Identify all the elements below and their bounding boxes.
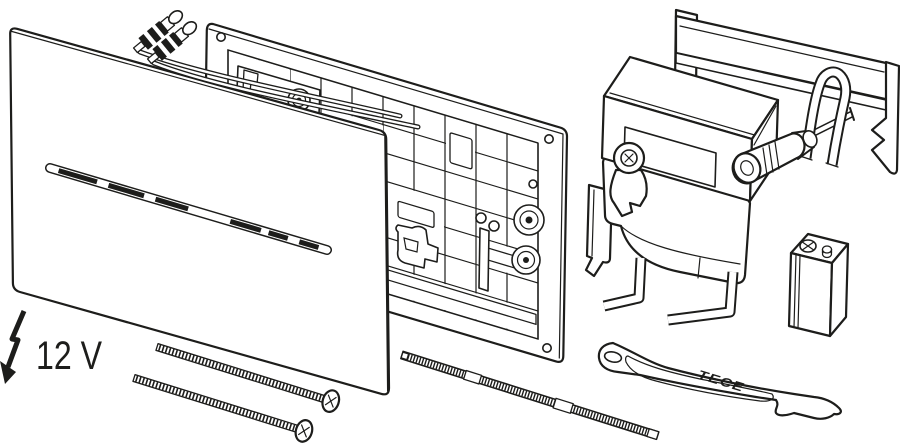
assembly-tool: TECE — [597, 341, 842, 420]
boss-center — [525, 216, 533, 224]
plug-rib — [160, 37, 176, 54]
plug-rib — [146, 26, 162, 43]
plug-rib — [138, 33, 153, 50]
screw-hole — [488, 220, 500, 232]
frame-edge-thickness — [208, 28, 564, 359]
plate-edge-thickness — [11, 30, 389, 392]
tool-inner-panel — [625, 355, 774, 402]
tube-inner — [802, 68, 850, 166]
actuator-lever — [609, 141, 648, 218]
actuator-box — [600, 55, 780, 203]
led-light-slot — [45, 163, 332, 255]
cable-core — [138, 50, 402, 118]
lever-arm — [609, 168, 648, 218]
frame-clamp-detail — [403, 237, 419, 253]
screw-head-cross — [298, 424, 310, 438]
screw-1 — [155, 343, 341, 413]
actuator-unit — [584, 8, 900, 326]
actuator-skirt-detail — [620, 225, 741, 279]
boss-center — [523, 257, 529, 263]
hook-left-inner — [603, 257, 645, 310]
frame-screw-holes — [216, 31, 554, 353]
box-lid-seam — [609, 92, 759, 137]
cylinder-end-cap — [732, 152, 762, 184]
flush-bow-tube — [799, 66, 852, 168]
motor-cylinder — [731, 130, 818, 185]
cylinder-ribs — [762, 141, 780, 176]
plug-connector-2 — [146, 21, 198, 65]
island — [449, 132, 473, 170]
terminal-cross — [802, 241, 814, 251]
connection-cables — [132, 10, 421, 130]
shaft-left-cap — [400, 351, 410, 361]
voltage-label: 12 V — [36, 334, 102, 378]
lever-screw-cross — [624, 153, 634, 163]
screw-hole — [528, 179, 538, 189]
frame-vertical-slot — [478, 227, 490, 292]
led-segments — [57, 168, 320, 250]
screw-hole — [475, 212, 487, 224]
bracket-end-cap — [870, 60, 900, 175]
terminal-top — [821, 245, 833, 254]
boss-ring — [519, 210, 539, 230]
battery-9v — [787, 232, 850, 338]
plug-tip — [168, 10, 184, 25]
battery-side-face — [828, 242, 850, 338]
power-symbol: 12 V — [0, 310, 102, 384]
cable-1 — [137, 49, 403, 119]
spline-shaft — [400, 350, 660, 441]
flush-plate — [9, 27, 391, 396]
boss-ring — [516, 250, 536, 270]
screw-hole — [216, 31, 227, 42]
cable-core — [152, 61, 420, 129]
actuator-hooks — [602, 257, 739, 326]
frame-bosses — [511, 204, 545, 275]
screw-hole — [541, 342, 552, 353]
actuator-left-leg-line — [591, 189, 595, 257]
bracket-rail-fold — [679, 25, 885, 73]
lightning-arrowhead — [0, 361, 16, 384]
screw-hole — [543, 134, 554, 145]
box-right-face-line — [753, 105, 777, 146]
shaft-sleeve — [462, 369, 483, 385]
cylinder-end-inner — [740, 160, 754, 176]
shaft-sleeve — [552, 397, 574, 414]
battery-seams — [793, 253, 801, 330]
battery-terminal-small — [821, 245, 833, 259]
screw-head-cross — [324, 394, 337, 408]
screw-threads — [158, 344, 323, 402]
hook-right-inner — [667, 271, 737, 324]
battery-terminal-large — [799, 239, 817, 253]
plug-rib — [152, 44, 167, 61]
plug-rib — [154, 20, 169, 37]
screw-2 — [132, 374, 314, 443]
island — [397, 200, 435, 228]
lightning-bolt-icon — [5, 310, 27, 368]
fixing-screws — [132, 343, 341, 443]
rod-end-tick — [849, 107, 855, 121]
tool-outline — [597, 341, 842, 420]
shaft-right-cap — [646, 428, 660, 441]
plug-tip — [182, 21, 198, 36]
plug-connector-1 — [132, 10, 184, 54]
tool-hang-hole — [603, 350, 623, 364]
cable-2 — [151, 60, 421, 130]
plug-rib — [168, 31, 183, 48]
